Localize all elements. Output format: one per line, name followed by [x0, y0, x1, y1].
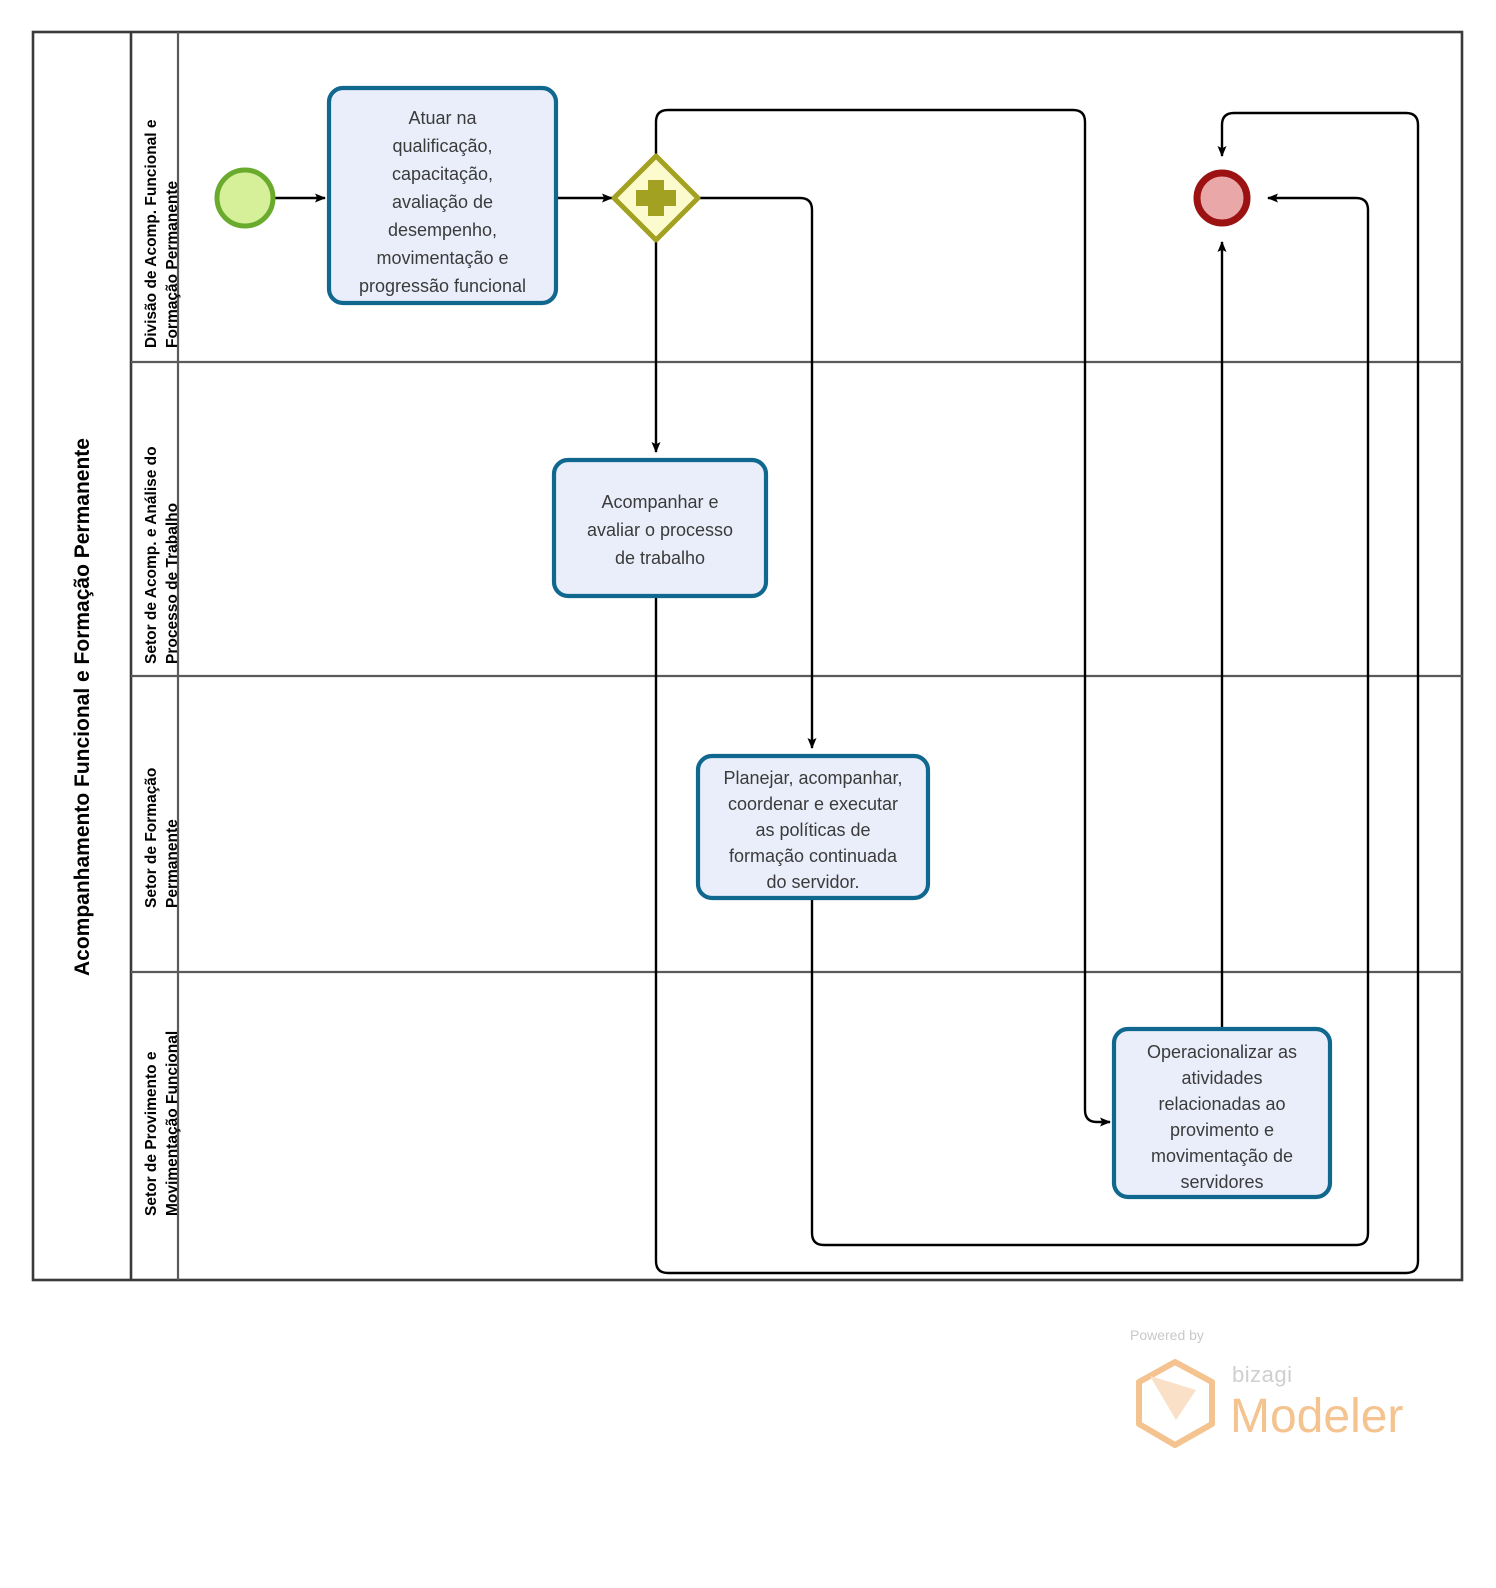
lane-header-lane-3: Setor de Formação Permanente	[143, 768, 181, 908]
flow-task3-to-end	[810, 193, 1370, 1247]
task-planejar-politicas-box[interactable]	[695, 753, 931, 901]
lane-4-label-line2: Movimentação Funcional	[164, 1031, 181, 1216]
task-acompanhar-line-3: de trabalho	[615, 548, 705, 568]
pool-title: Acompanhamento Funcional e Formação Perm…	[71, 438, 94, 976]
lane-1-label-line1: Divisão de Acomp. Funcional e	[143, 119, 160, 348]
task-operacionalizar-line-4: provimento e	[1170, 1120, 1274, 1140]
task-operacionalizar-line-1: Operacionalizar as	[1147, 1042, 1297, 1062]
bizagi-hexagon-outline	[1136, 1359, 1215, 1448]
parallel-gateway[interactable]	[611, 153, 701, 243]
lane-3-label-line2: Permanente	[164, 819, 181, 908]
task-atuar-qualificacao[interactable]: Atuar na qualificação, capacitação, aval…	[326, 85, 559, 306]
task-atuar-line-1: Atuar na	[408, 108, 477, 128]
lane-header-lane-2: Setor de Acomp. e Análise do Processo de…	[143, 446, 181, 664]
task-acompanhar-avaliar-box[interactable]	[551, 457, 769, 599]
task-planejar-line-2: coordenar e executar	[728, 794, 898, 814]
logo-modeler-wordmark: Modeler	[1230, 1390, 1403, 1443]
start-event-circle[interactable]	[214, 167, 276, 229]
task-atuar-line-5: desempenho,	[388, 220, 497, 240]
lane-2-label-line1: Setor de Acomp. e Análise do	[143, 446, 160, 664]
pool-outer-border	[31, 30, 1464, 1282]
sequence-flows	[275, 108, 1420, 1275]
task-acompanhar-line-2: avaliar o processo	[587, 520, 733, 540]
lane-1-label-line2: Formação Permanente	[164, 181, 181, 348]
lane-3-label-line1: Setor de Formação	[143, 768, 160, 908]
task-planejar-line-5: do servidor.	[766, 872, 859, 892]
pool-title-label: Acompanhamento Funcional e Formação Perm…	[71, 438, 94, 976]
task-atuar-line-2: qualificação,	[392, 136, 492, 156]
lane-4-label-line1: Setor de Provimento e	[143, 1051, 160, 1216]
bizagi-hexagon-icon	[1136, 1359, 1215, 1448]
bizagi-hexagon-inner-shape	[1150, 1376, 1196, 1420]
task-planejar-line-1: Planejar, acompanhar,	[723, 768, 902, 788]
start-event[interactable]	[214, 167, 276, 229]
task-operacionalizar-provimento[interactable]: Operacionalizar as atividades relacionad…	[1111, 1026, 1333, 1200]
logo-powered-by-label: Powered by	[1130, 1327, 1204, 1343]
task-acompanhar-line-1: Acompanhar e	[601, 492, 718, 512]
lane-header-lane-1: Divisão de Acomp. Funcional e Formação P…	[143, 119, 181, 348]
task-operacionalizar-line-5: movimentação de	[1151, 1146, 1293, 1166]
task-atuar-line-6: movimentação e	[376, 248, 508, 268]
end-event-circle[interactable]	[1193, 169, 1251, 227]
task-atuar-line-7: progressão funcional	[359, 276, 526, 296]
task-planejar-politicas[interactable]: Planejar, acompanhar, coordenar e execut…	[695, 753, 931, 901]
flow-task2-to-end	[654, 111, 1420, 1275]
flow-gateway-to-task3	[700, 196, 817, 749]
task-atuar-qualificacao-box[interactable]	[326, 85, 559, 306]
task-atuar-line-4: avaliação de	[392, 192, 493, 212]
task-acompanhar-avaliar[interactable]: Acompanhar e avaliar o processo de traba…	[551, 457, 769, 599]
flow-gateway-to-task4	[654, 108, 1111, 1127]
task-planejar-line-3: as políticas de	[755, 820, 870, 840]
lane-2-label-line2: Processo de Trabalho	[164, 503, 181, 664]
logo-bizagi-wordmark: bizagi	[1232, 1362, 1292, 1387]
task-operacionalizar-line-3: relacionadas ao	[1158, 1094, 1285, 1114]
parallel-gateway-plus-icon	[636, 180, 676, 216]
bizagi-modeler-logo: Powered by bizagi Modeler	[1130, 1327, 1403, 1448]
task-atuar-line-3: capacitação,	[392, 164, 493, 184]
task-planejar-line-4: formação continuada	[729, 846, 898, 866]
pool-container	[31, 30, 1464, 1282]
lane-header-lane-4: Setor de Provimento e Movimentação Funci…	[143, 1031, 181, 1216]
task-operacionalizar-line-6: servidores	[1180, 1172, 1263, 1192]
task-operacionalizar-line-2: atividades	[1181, 1068, 1262, 1088]
task-operacionalizar-box[interactable]	[1111, 1026, 1333, 1200]
end-event[interactable]	[1193, 169, 1251, 227]
